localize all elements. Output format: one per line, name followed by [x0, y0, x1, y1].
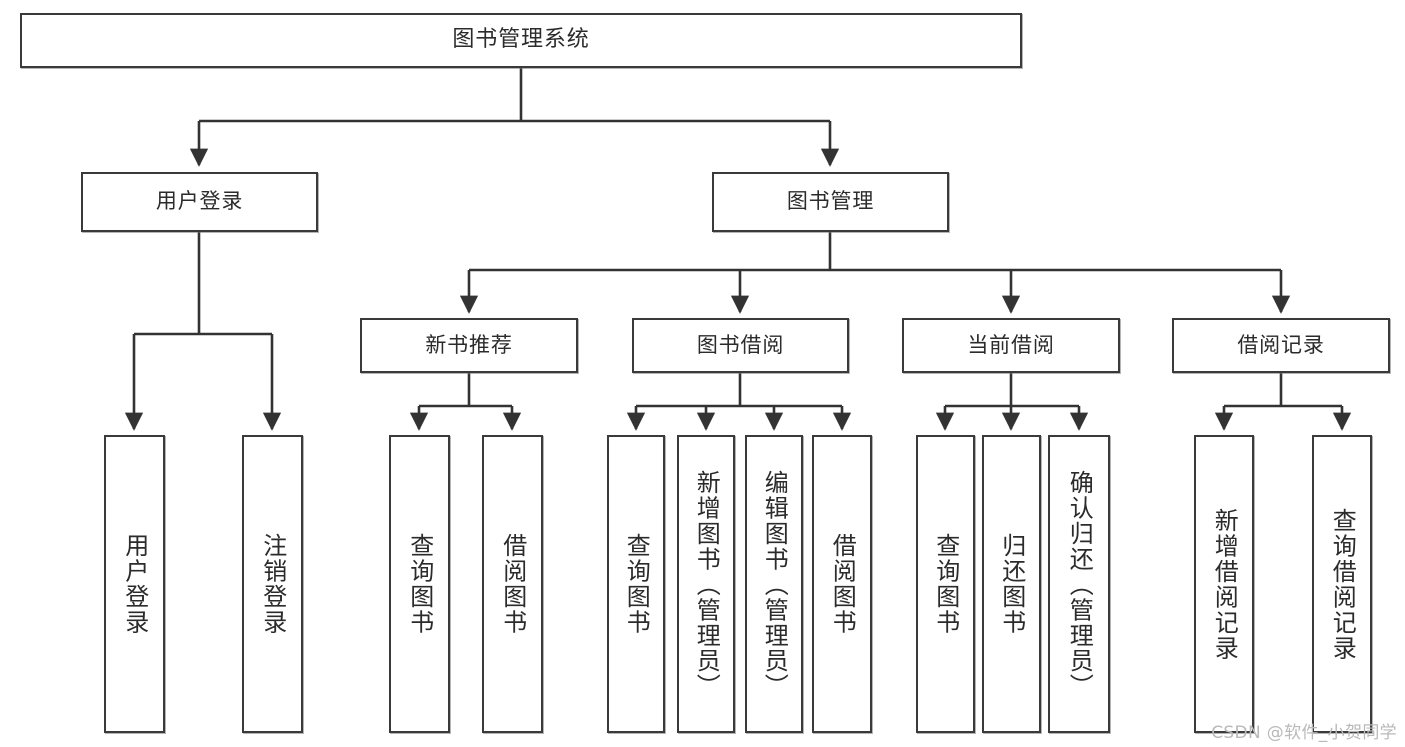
node-leaf-add-record-label: 新增借阅记录 — [1210, 507, 1239, 661]
node-current-borrow[interactable]: 当前借阅 — [902, 318, 1120, 373]
node-leaf-borrow-book-2-label: 借阅图书 — [828, 533, 857, 635]
node-leaf-return-book[interactable]: 归还图书 — [982, 435, 1041, 733]
node-leaf-add-book[interactable]: 新增图书（管理员） — [677, 435, 735, 733]
node-book-borrow-label: 图书借阅 — [696, 332, 785, 357]
node-leaf-query-record-label: 查询借阅记录 — [1328, 507, 1357, 661]
watermark: CSDN @软件_小贺同学 — [1211, 723, 1397, 743]
node-leaf-query-record[interactable]: 查询借阅记录 — [1312, 435, 1372, 733]
node-leaf-confirm-return-label: 确认归还（管理员） — [1065, 469, 1094, 699]
node-leaf-return-book-label: 归还图书 — [997, 533, 1026, 635]
node-leaf-edit-book[interactable]: 编辑图书（管理员） — [745, 435, 803, 733]
node-current-borrow-label: 当前借阅 — [967, 332, 1055, 357]
node-leaf-query-book-2[interactable]: 查询图书 — [607, 435, 665, 733]
node-borrow-record-label: 借阅记录 — [1237, 332, 1325, 357]
node-leaf-query-book-1[interactable]: 查询图书 — [389, 435, 450, 733]
node-leaf-add-record[interactable]: 新增借阅记录 — [1194, 435, 1254, 733]
node-new-book-recommend[interactable]: 新书推荐 — [360, 318, 578, 373]
node-leaf-borrow-book-1[interactable]: 借阅图书 — [482, 435, 543, 733]
node-leaf-add-book-label: 新增图书（管理员） — [692, 469, 721, 699]
node-leaf-edit-book-label: 编辑图书（管理员） — [760, 469, 789, 699]
node-root[interactable]: 图书管理系统 — [20, 13, 1022, 68]
node-leaf-borrow-book-2[interactable]: 借阅图书 — [812, 435, 872, 733]
node-leaf-confirm-return[interactable]: 确认归还（管理员） — [1048, 435, 1110, 733]
node-borrow-record[interactable]: 借阅记录 — [1172, 318, 1390, 373]
node-leaf-query-book-3-label: 查询图书 — [931, 533, 960, 635]
node-book-borrow[interactable]: 图书借阅 — [632, 318, 849, 373]
node-leaf-query-book-3[interactable]: 查询图书 — [916, 435, 975, 733]
node-user-login-label: 用户登录 — [155, 189, 244, 214]
node-leaf-query-book-2-label: 查询图书 — [622, 533, 651, 635]
node-user-login[interactable]: 用户登录 — [81, 172, 318, 232]
node-new-book-recommend-label: 新书推荐 — [425, 332, 513, 357]
node-leaf-user-login-label: 用户登录 — [120, 533, 149, 635]
node-book-manage[interactable]: 图书管理 — [712, 172, 949, 232]
node-leaf-borrow-book-1-label: 借阅图书 — [498, 533, 527, 635]
node-leaf-user-login[interactable]: 用户登录 — [104, 435, 165, 733]
node-leaf-logout-login-label: 注销登录 — [258, 533, 287, 635]
node-leaf-query-book-1-label: 查询图书 — [405, 533, 434, 635]
node-book-manage-label: 图书管理 — [786, 189, 875, 214]
node-root-label: 图书管理系统 — [452, 27, 590, 53]
node-leaf-logout-login[interactable]: 注销登录 — [242, 435, 303, 733]
